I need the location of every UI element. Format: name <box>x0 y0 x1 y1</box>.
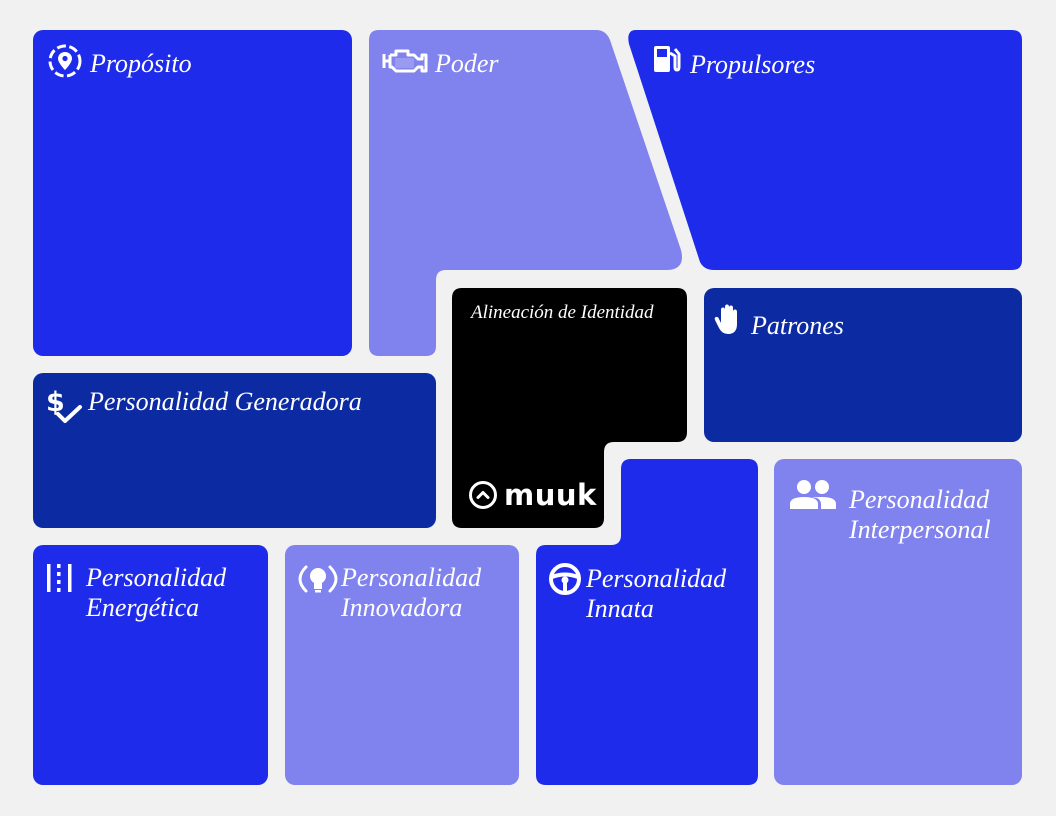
steering-wheel-icon <box>549 563 581 595</box>
energy-bars-icon <box>47 564 72 592</box>
chevron-up-circle-icon <box>469 481 497 509</box>
tile-poder[interactable] <box>369 30 682 356</box>
tile-label-innata: Personalidad Innata <box>586 564 726 624</box>
tile-innovadora[interactable] <box>285 545 519 785</box>
tile-label-energetica: Personalidad Energética <box>86 563 226 623</box>
fuel-pump-icon <box>654 46 681 72</box>
tile-propulsores[interactable] <box>628 30 1022 270</box>
tile-label-energetica-line1: Personalidad <box>86 563 227 592</box>
tile-label-patrones: Patrones <box>751 311 844 340</box>
tile-label-innovadora-line1: Personalidad <box>341 563 482 592</box>
tile-label-innata-line1: Personalidad <box>586 564 727 593</box>
target-location-icon <box>48 44 82 78</box>
hand-icon <box>714 304 737 334</box>
tile-interpersonal[interactable] <box>774 459 1022 785</box>
dollar-check-icon: $ <box>46 387 82 423</box>
lightbulb-broadcast-icon <box>298 565 338 593</box>
people-icon <box>790 480 836 509</box>
tile-label-innovadora-line2: Innovadora <box>341 593 463 622</box>
tile-label-generadora: Personalidad Generadora <box>88 387 362 416</box>
tile-energetica[interactable] <box>33 545 268 785</box>
center-title: Alineación de Identidad <box>471 302 654 323</box>
tile-label-interpersonal-line2: Interpersonal <box>849 515 991 544</box>
tile-label-propulsores: Propulsores <box>690 50 816 79</box>
brand-logo: muuk <box>468 478 597 512</box>
tile-innata[interactable] <box>536 459 758 785</box>
tile-alineacion[interactable] <box>452 288 687 528</box>
tile-label-innovadora: Personalidad Innovadora <box>341 563 481 623</box>
tile-label-interpersonal-line1: Personalidad <box>849 485 990 514</box>
svg-text:$: $ <box>46 387 65 418</box>
engine-icon <box>382 49 428 73</box>
tile-label-interpersonal: Personalidad Interpersonal <box>849 485 991 545</box>
tile-label-proposito: Propósito <box>90 49 192 78</box>
tile-label-energetica-line2: Energética <box>86 593 200 622</box>
brand-name: muuk <box>504 478 597 512</box>
tile-patrones[interactable] <box>704 288 1022 442</box>
tile-generadora[interactable] <box>33 373 436 528</box>
tile-label-poder: Poder <box>435 49 499 78</box>
tile-proposito[interactable] <box>33 30 352 356</box>
tile-label-innata-line2: Innata <box>586 594 654 623</box>
